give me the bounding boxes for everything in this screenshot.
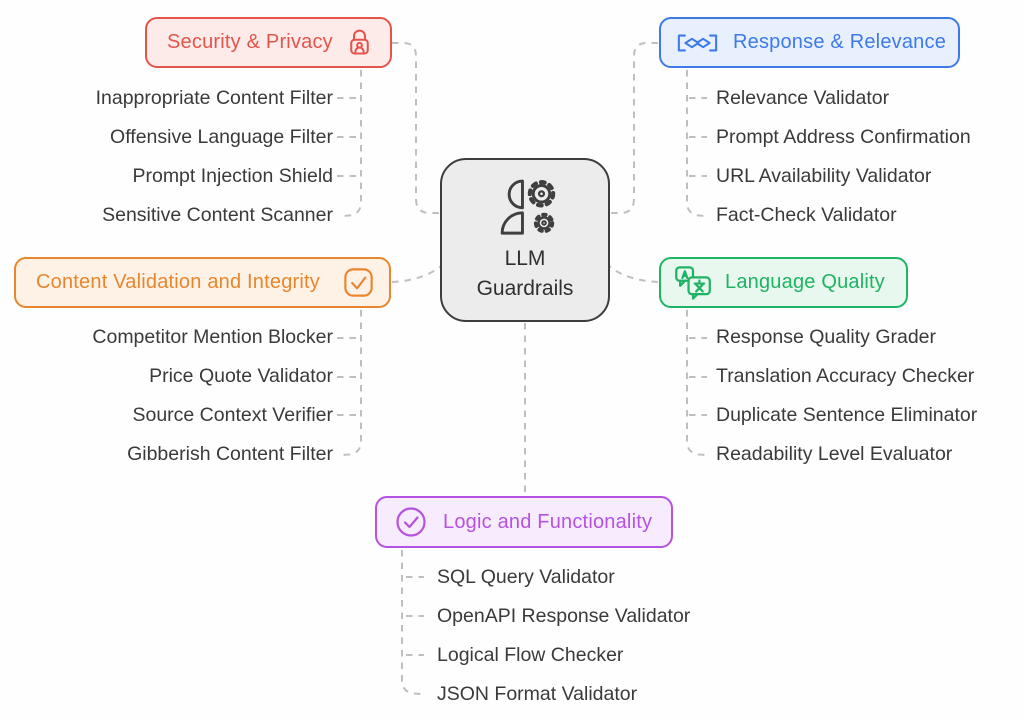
center-node: LLM Guardrails — [440, 158, 610, 322]
logic-item-list: SQL Query Validator OpenAPI Response Val… — [437, 558, 690, 714]
ticks-content — [337, 337, 356, 416]
response-item: Relevance Validator — [716, 87, 890, 109]
connector-language-center — [608, 265, 659, 283]
spine-content — [341, 310, 362, 456]
logic-item: OpenAPI Response Validator — [437, 605, 691, 627]
spine-response — [686, 70, 707, 217]
content-item-list: Competitor Mention Blocker Price Quote V… — [92, 318, 333, 474]
security-item: Sensitive Content Scanner — [102, 204, 333, 226]
logic-item: SQL Query Validator — [437, 566, 615, 588]
badge-security-privacy-label: Security & Privacy — [167, 31, 333, 53]
badge-language-quality-label: Language Quality — [725, 271, 885, 293]
language-item: Translation Accuracy Checker — [716, 365, 975, 387]
security-item-list: Inappropriate Content Filter Offensive L… — [96, 79, 333, 235]
language-item: Readability Level Evaluator — [716, 443, 953, 465]
ticks-response — [689, 97, 707, 177]
security-item: Inappropriate Content Filter — [95, 87, 333, 109]
language-item: Response Quality Grader — [716, 326, 937, 348]
spine-logic — [401, 550, 422, 695]
language-item-list: Response Quality Grader Translation Accu… — [716, 318, 977, 474]
response-item: URL Availability Validator — [716, 165, 932, 187]
security-item: Prompt Injection Shield — [132, 165, 333, 187]
content-item: Competitor Mention Blocker — [92, 326, 333, 348]
badge-language-quality: Language Quality — [659, 257, 908, 308]
response-item: Prompt Address Confirmation — [716, 126, 971, 148]
security-item: Offensive Language Filter — [110, 126, 333, 148]
spine-language — [686, 310, 707, 456]
badge-logic-functionality-label: Logic and Functionality — [443, 510, 653, 533]
connector-response-center — [610, 42, 658, 214]
lock-user-icon — [350, 29, 369, 55]
center-title-line2: Guardrails — [476, 277, 574, 300]
center-title-line1: LLM — [504, 246, 546, 270]
badge-response-relevance-label: Response & Relevance — [733, 31, 947, 53]
content-item: Price Quote Validator — [149, 365, 333, 387]
connector-security-center — [392, 42, 440, 214]
logic-item: JSON Format Validator — [437, 683, 638, 705]
person-gears-icon — [500, 179, 556, 235]
content-item: Source Context Verifier — [132, 404, 333, 426]
badge-content-validation-label: Content Validation and Integrity — [36, 271, 320, 293]
connector-content-center — [391, 265, 442, 283]
language-item: Duplicate Sentence Eliminator — [716, 404, 978, 426]
check-circle-icon — [396, 507, 426, 537]
badge-logic-functionality: Logic and Functionality — [375, 496, 673, 548]
ticks-language — [689, 337, 707, 416]
badge-response-relevance: Response & Relevance — [659, 17, 960, 68]
ticks-logic — [406, 576, 424, 656]
logic-item: Logical Flow Checker — [437, 644, 624, 666]
check-square-icon — [344, 268, 373, 297]
spine-security — [341, 70, 362, 217]
response-item: Fact-Check Validator — [716, 204, 897, 226]
handshake-icon — [677, 34, 718, 51]
badge-security-privacy: Security & Privacy — [145, 17, 392, 68]
response-item-list: Relevance Validator Prompt Address Confi… — [716, 79, 971, 235]
ticks-security — [337, 97, 356, 177]
content-item: Gibberish Content Filter — [127, 443, 333, 465]
translate-icon — [675, 265, 711, 300]
badge-content-validation: Content Validation and Integrity — [14, 257, 391, 308]
